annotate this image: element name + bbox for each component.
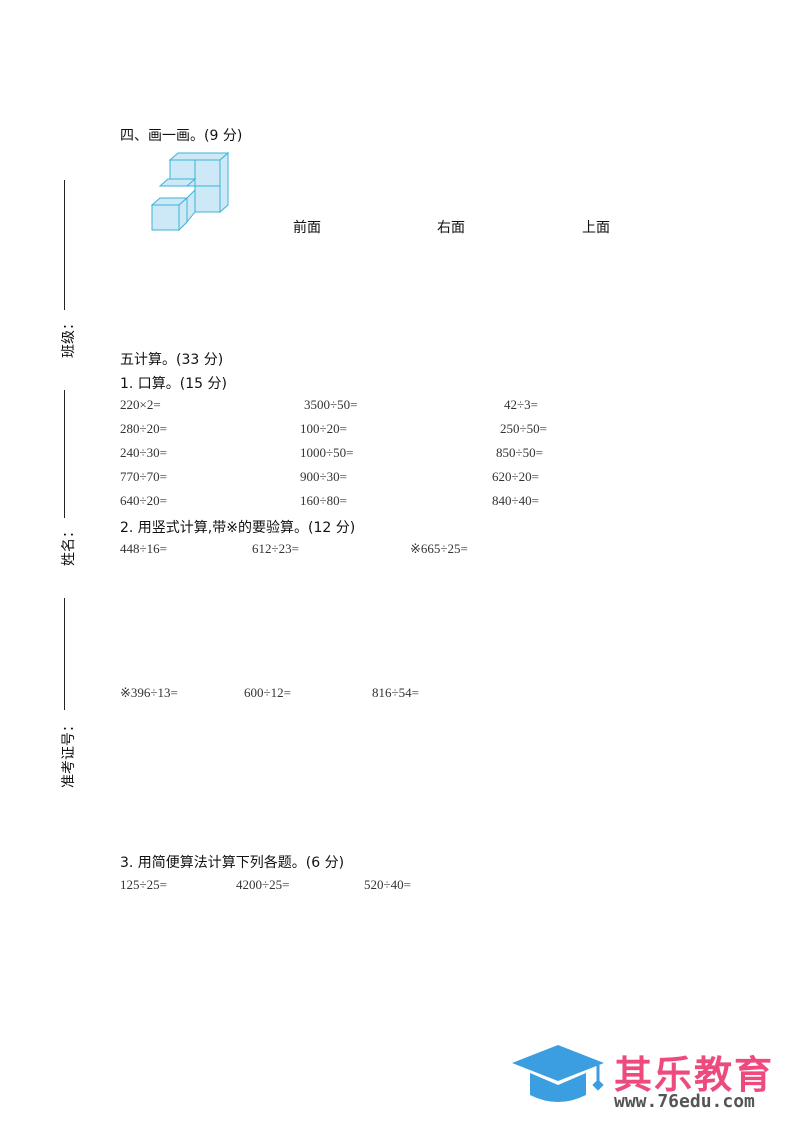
q1-item: 280÷20= bbox=[120, 421, 167, 436]
q2-item: ※396÷13= bbox=[120, 685, 178, 700]
cube-figure bbox=[150, 151, 230, 232]
q3-item: 125÷25= bbox=[120, 877, 167, 892]
name-label: 姓名： bbox=[61, 524, 77, 566]
q3-item: 520÷40= bbox=[364, 877, 411, 892]
q1-item: 220×2= bbox=[120, 397, 161, 412]
q1-title: 1. 口算。(15 分) bbox=[120, 376, 227, 392]
logo-name: 其乐教育 bbox=[614, 1053, 775, 1097]
q1-item: 1000÷50= bbox=[300, 445, 354, 460]
q1-item: 620÷20= bbox=[492, 469, 539, 484]
q1-item: 42÷3= bbox=[504, 397, 538, 412]
q2-title: 2. 用竖式计算,带※的要验算。(12 分) bbox=[120, 520, 356, 536]
q1-item: 250÷50= bbox=[500, 421, 547, 436]
view-top: 上面 bbox=[582, 220, 610, 236]
q1-item: 240÷30= bbox=[120, 445, 167, 460]
q2-item: ※665÷25= bbox=[410, 541, 468, 556]
q2-item: 600÷12= bbox=[244, 685, 291, 700]
q2-item: 448÷16= bbox=[120, 541, 167, 556]
section4-title: 四、画一画。(9 分) bbox=[120, 128, 243, 144]
logo-url: www.76edu.com bbox=[614, 1091, 755, 1112]
class-label: 班级： bbox=[61, 316, 77, 358]
class-line bbox=[64, 180, 65, 310]
q1-item: 100÷20= bbox=[300, 421, 347, 436]
section5-title: 五计算。(33 分) bbox=[120, 352, 224, 368]
id-label: 准考证号： bbox=[61, 718, 77, 788]
q2-item: 816÷54= bbox=[372, 685, 419, 700]
q1-item: 840÷40= bbox=[492, 493, 539, 508]
q2-item: 612÷23= bbox=[252, 541, 299, 556]
q1-item: 160÷80= bbox=[300, 493, 347, 508]
q1-item: 850÷50= bbox=[496, 445, 543, 460]
q3-item: 4200÷25= bbox=[236, 877, 290, 892]
graduation-cap-icon bbox=[512, 1045, 604, 1102]
view-right: 右面 bbox=[437, 220, 465, 236]
q1-item: 3500÷50= bbox=[304, 397, 358, 412]
q1-item: 640÷20= bbox=[120, 493, 167, 508]
q3-title: 3. 用简便算法计算下列各题。(6 分) bbox=[120, 855, 345, 871]
q1-item: 900÷30= bbox=[300, 469, 347, 484]
name-line bbox=[64, 390, 65, 518]
view-front: 前面 bbox=[293, 220, 321, 236]
id-line bbox=[64, 598, 65, 710]
q1-item: 770÷70= bbox=[120, 469, 167, 484]
